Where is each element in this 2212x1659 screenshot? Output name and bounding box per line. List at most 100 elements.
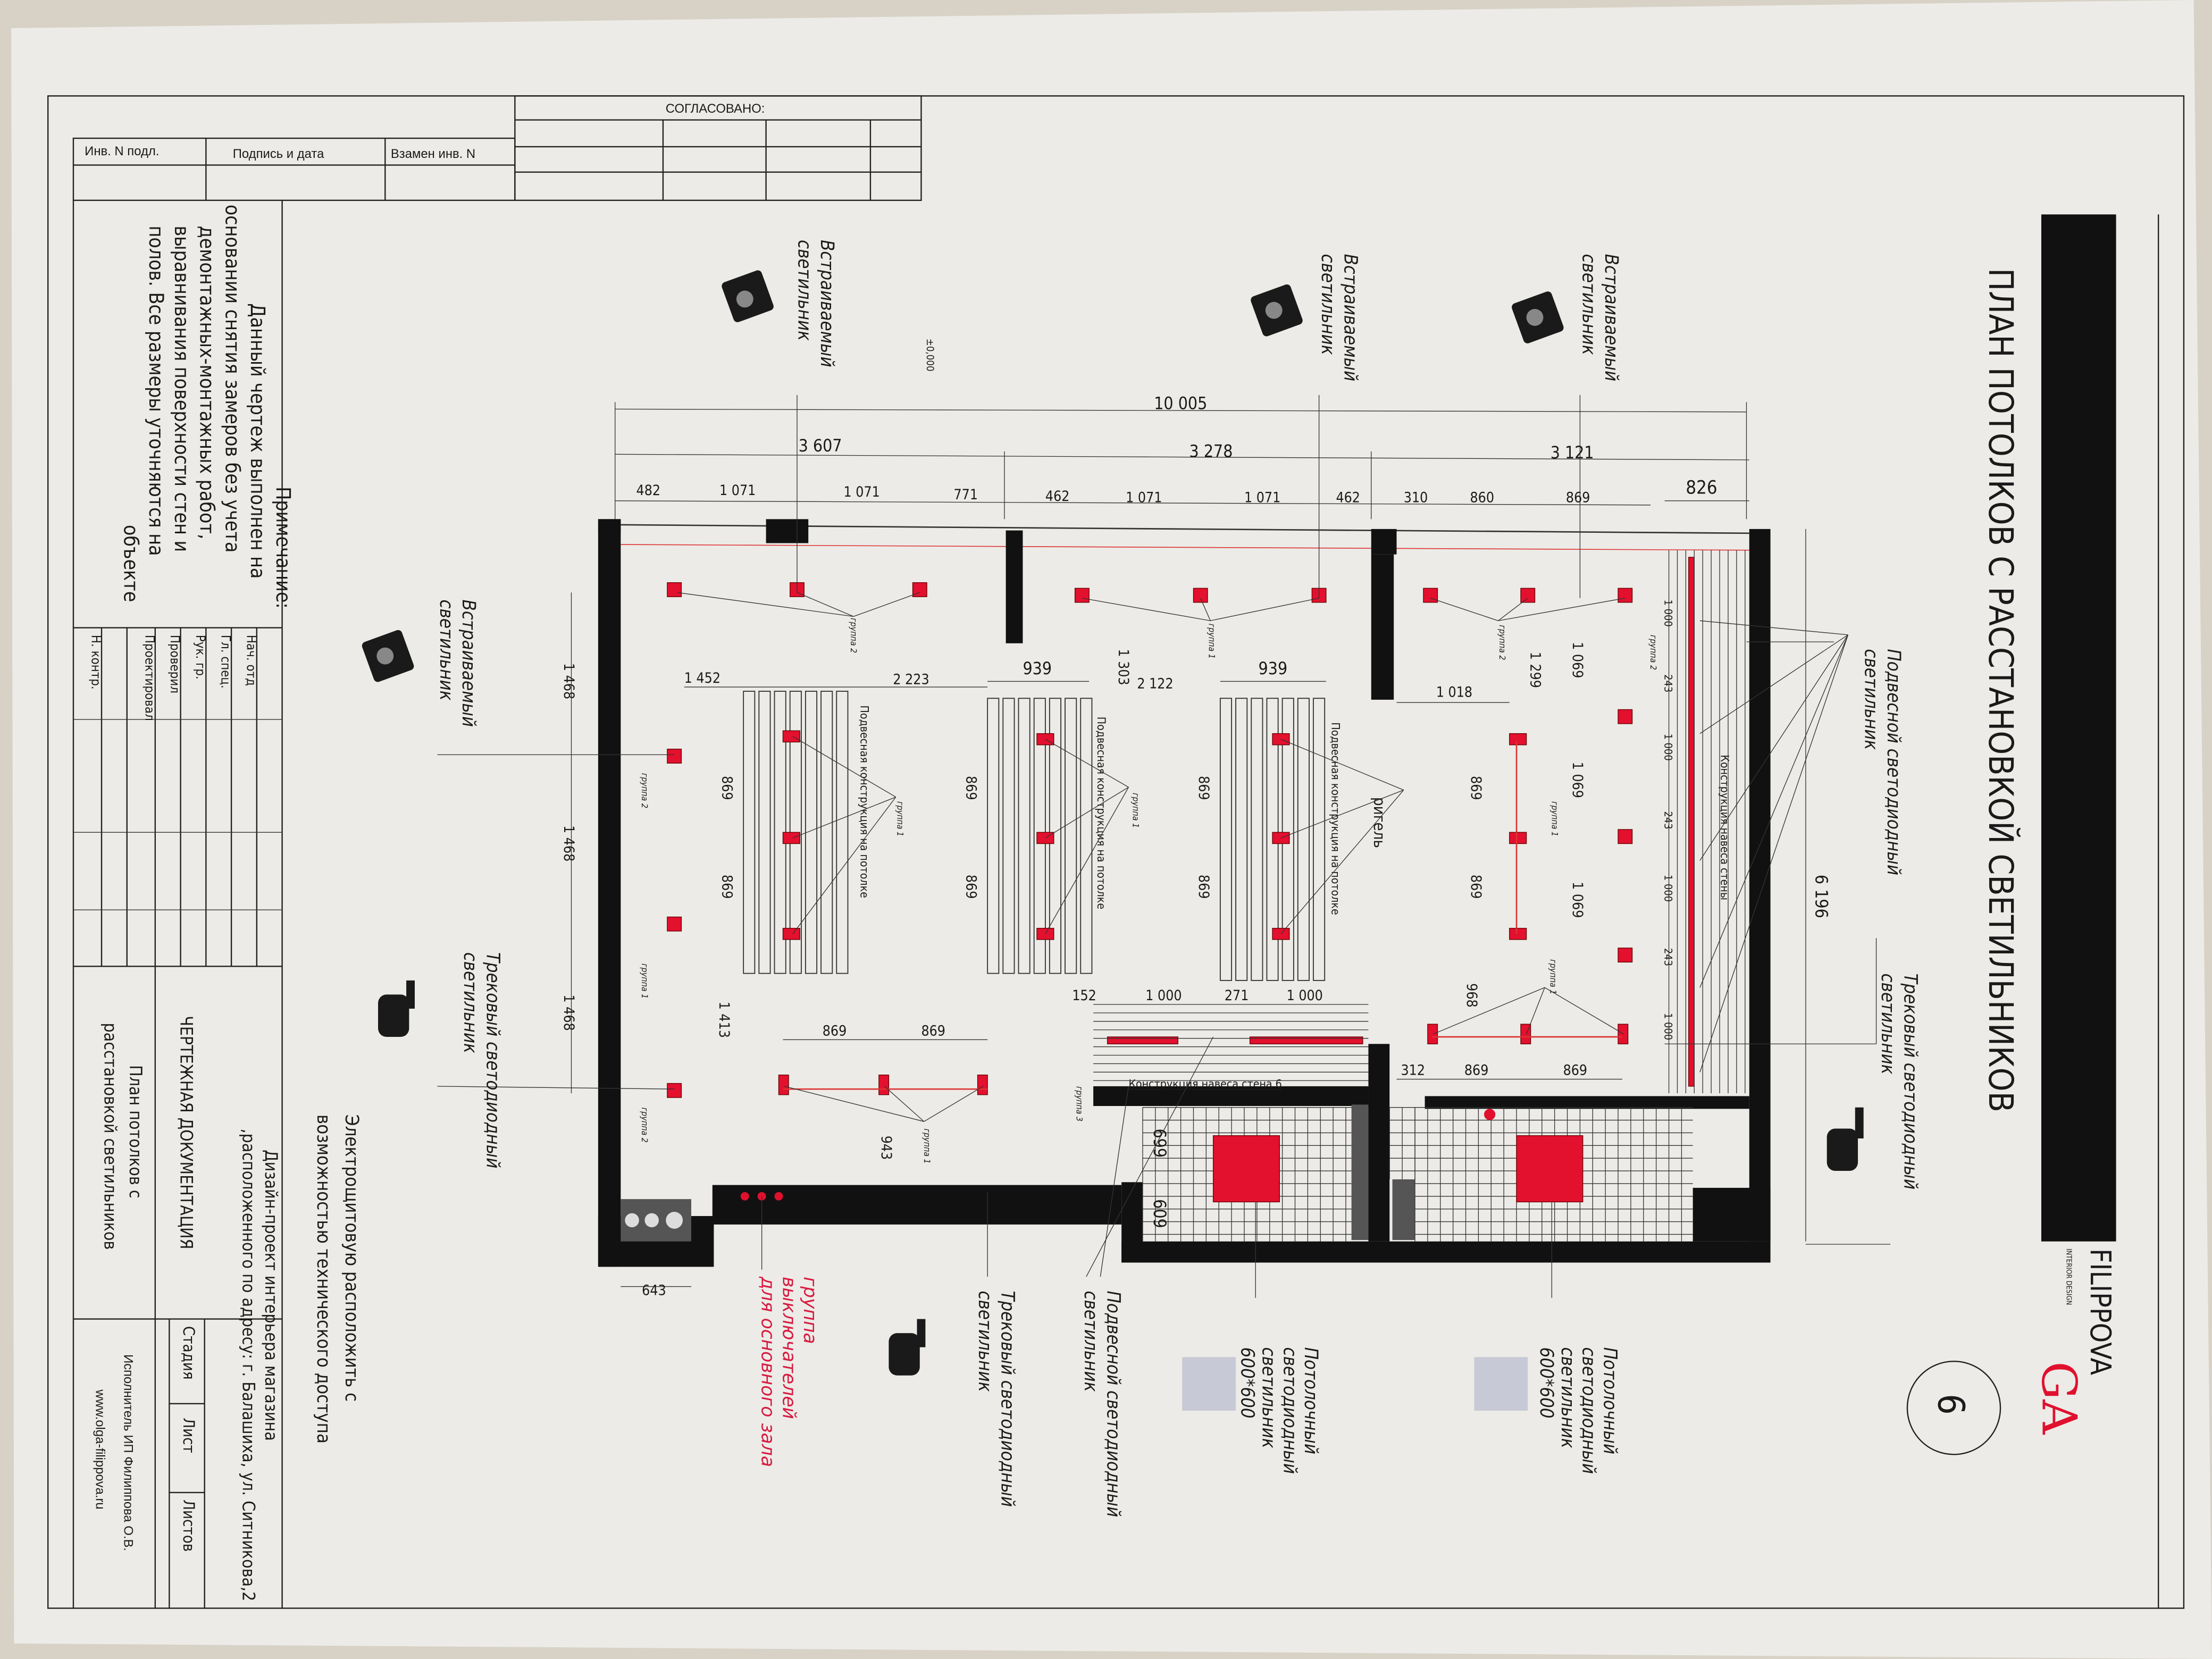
svg-text:869: 869 — [921, 1023, 945, 1039]
track-light-icon — [378, 980, 415, 1037]
ventilation-shaft — [1351, 1104, 1369, 1241]
svg-text:243: 243 — [1662, 674, 1674, 692]
note-line: демонтажных-монтажных работ, — [196, 225, 219, 539]
slat — [1219, 698, 1233, 981]
wall — [1749, 529, 1771, 1242]
suspended-structure-label: Подвесная конструкция на потолке — [1094, 717, 1108, 909]
svg-text:1 000: 1 000 — [1662, 734, 1674, 761]
svg-text:Встраиваемый: Встраиваемый — [1601, 254, 1622, 382]
svg-text:1 069: 1 069 — [1569, 642, 1586, 678]
floor-plan: Подвесная конструкция на потолке Подвесн… — [437, 339, 1891, 1298]
svg-text:Встраиваемый: Встраиваемый — [816, 240, 837, 367]
fixture — [878, 1074, 890, 1095]
fixture — [1423, 588, 1438, 603]
group-label: группа 2 — [640, 1108, 650, 1143]
wall — [1368, 1044, 1390, 1242]
svg-text:869: 869 — [718, 776, 735, 800]
fixture — [782, 730, 800, 743]
svg-text:группа: группа — [799, 1277, 820, 1344]
svg-text:271: 271 — [1225, 987, 1249, 1004]
note-line: объекте — [119, 525, 142, 602]
title-block: Нач. отд Гл. спец. Рук. гр. Проверил Про… — [72, 200, 362, 1608]
dim-overall-height: 6 196 — [1811, 875, 1831, 918]
fixture — [667, 1083, 682, 1098]
svg-text:для основного зала: для основного зала — [757, 1276, 778, 1467]
svg-text:1 018: 1 018 — [1436, 684, 1472, 701]
wall — [1006, 530, 1023, 643]
svg-text:482: 482 — [636, 482, 661, 499]
fixture — [1618, 709, 1633, 724]
fixture — [1618, 1024, 1629, 1044]
junction — [1484, 1109, 1496, 1120]
svg-text:968: 968 — [1463, 983, 1480, 1008]
dim-total: 10 005 — [1154, 393, 1207, 413]
embedded-light-icon — [362, 630, 414, 682]
switch-group-label: группа выключателей для основного зала — [757, 1276, 821, 1467]
project-line: Дизайн-проект интерьера магазина — [261, 1150, 281, 1441]
svg-text:INTERIOR DESIGN: INTERIOR DESIGN — [2065, 1249, 2073, 1305]
svg-text:Потолочный: Потолочный — [1599, 1347, 1621, 1454]
svg-text:светильник: светильник — [794, 240, 815, 341]
group-label: группа 1 — [1548, 959, 1559, 994]
svg-text:светильник: светильник — [1080, 1291, 1101, 1392]
project-line: ,расположенного по адресу: г. Балашиха, … — [238, 1128, 258, 1601]
svg-text:светодиодный: светодиодный — [1578, 1347, 1599, 1474]
group-label: группа 2 — [640, 773, 650, 808]
roles-grid: Нач. отд Гл. спец. Рук. гр. Проверил Про… — [73, 627, 282, 967]
fixture — [1618, 588, 1633, 603]
suspended-structure-label: Подвесная конструкция на потолке — [857, 706, 870, 898]
role-label: Рук. гр. — [193, 635, 208, 680]
svg-text:869: 869 — [1464, 1062, 1489, 1079]
group-label: группа 2 — [849, 618, 859, 653]
fixture — [1618, 829, 1633, 844]
svg-text:1 468: 1 468 — [560, 825, 577, 861]
svg-text:699: 699 — [1150, 1128, 1170, 1158]
fixture-label-panel: Потолочный светодиодный светильник 600*6… — [1237, 1347, 1621, 1474]
svg-text:1 069: 1 069 — [1569, 882, 1586, 918]
svg-text:Потолочный: Потолочный — [1300, 1347, 1321, 1454]
svg-text:869: 869 — [1468, 875, 1484, 899]
svg-text:869: 869 — [718, 875, 735, 899]
note-line: полов. Все размеры уточняются на — [145, 225, 167, 556]
svg-text:1 069: 1 069 — [1569, 762, 1586, 798]
svg-text:243: 243 — [1662, 811, 1674, 830]
canopy-slats — [1093, 550, 1746, 1094]
role-label: Гл. спец. — [219, 635, 233, 689]
slat — [820, 691, 833, 974]
sheet-title-line: расстановкой светильников — [100, 1023, 120, 1250]
dimension-lines — [571, 402, 1806, 1287]
svg-text:1 299: 1 299 — [1527, 652, 1544, 688]
dim-section: 3 278 — [1189, 441, 1233, 462]
fixture — [1427, 1024, 1438, 1044]
svg-text:Подвесной светодиодный: Подвесной светодиодный — [1103, 1291, 1124, 1518]
svg-text:869: 869 — [1195, 875, 1212, 899]
canopy-wall-5-label: Конструкция навеса стены — [1718, 755, 1731, 900]
svg-text:462: 462 — [1336, 489, 1360, 506]
svg-text:1 071: 1 071 — [1244, 489, 1280, 506]
wall — [1692, 1187, 1771, 1242]
svg-text:FILIPPOVA: FILIPPOVA — [2084, 1249, 2117, 1376]
leader-lines — [437, 395, 1891, 1298]
slat — [987, 698, 1000, 974]
svg-text:943: 943 — [878, 1136, 894, 1160]
svg-text:152: 152 — [1072, 987, 1096, 1004]
wall — [1093, 1086, 1369, 1106]
fixture-label-embedded: Встраиваемый светильник Встраиваемый све… — [435, 240, 1622, 727]
doc-type: ЧЕРТЕЖНАЯ ДОКУМЕНТАЦИЯ — [177, 1016, 197, 1249]
agreed-label: СОГЛАСОВАНО: — [666, 102, 765, 116]
svg-text:1 000: 1 000 — [1287, 987, 1323, 1004]
website: www.olga-filippova.ru — [93, 1389, 107, 1509]
suspended-structures — [743, 691, 1326, 981]
svg-text:1 071: 1 071 — [719, 482, 756, 499]
svg-text:1 452: 1 452 — [684, 670, 720, 686]
fixture-label-track: Трековый светодиодный светильник Трековы… — [459, 952, 1921, 1507]
role-label: Проектировал — [142, 635, 157, 721]
slat — [1002, 698, 1015, 974]
svg-text:Встраиваемый: Встраиваемый — [1339, 254, 1361, 382]
fixture — [1272, 832, 1290, 844]
embedded-light-icon — [1512, 291, 1564, 343]
dim-bottom: 869 869 943 312 869 869 643 699 609 — [642, 1023, 1587, 1298]
svg-text:860: 860 — [1470, 489, 1494, 506]
svg-text:2 122: 2 122 — [1137, 676, 1173, 692]
